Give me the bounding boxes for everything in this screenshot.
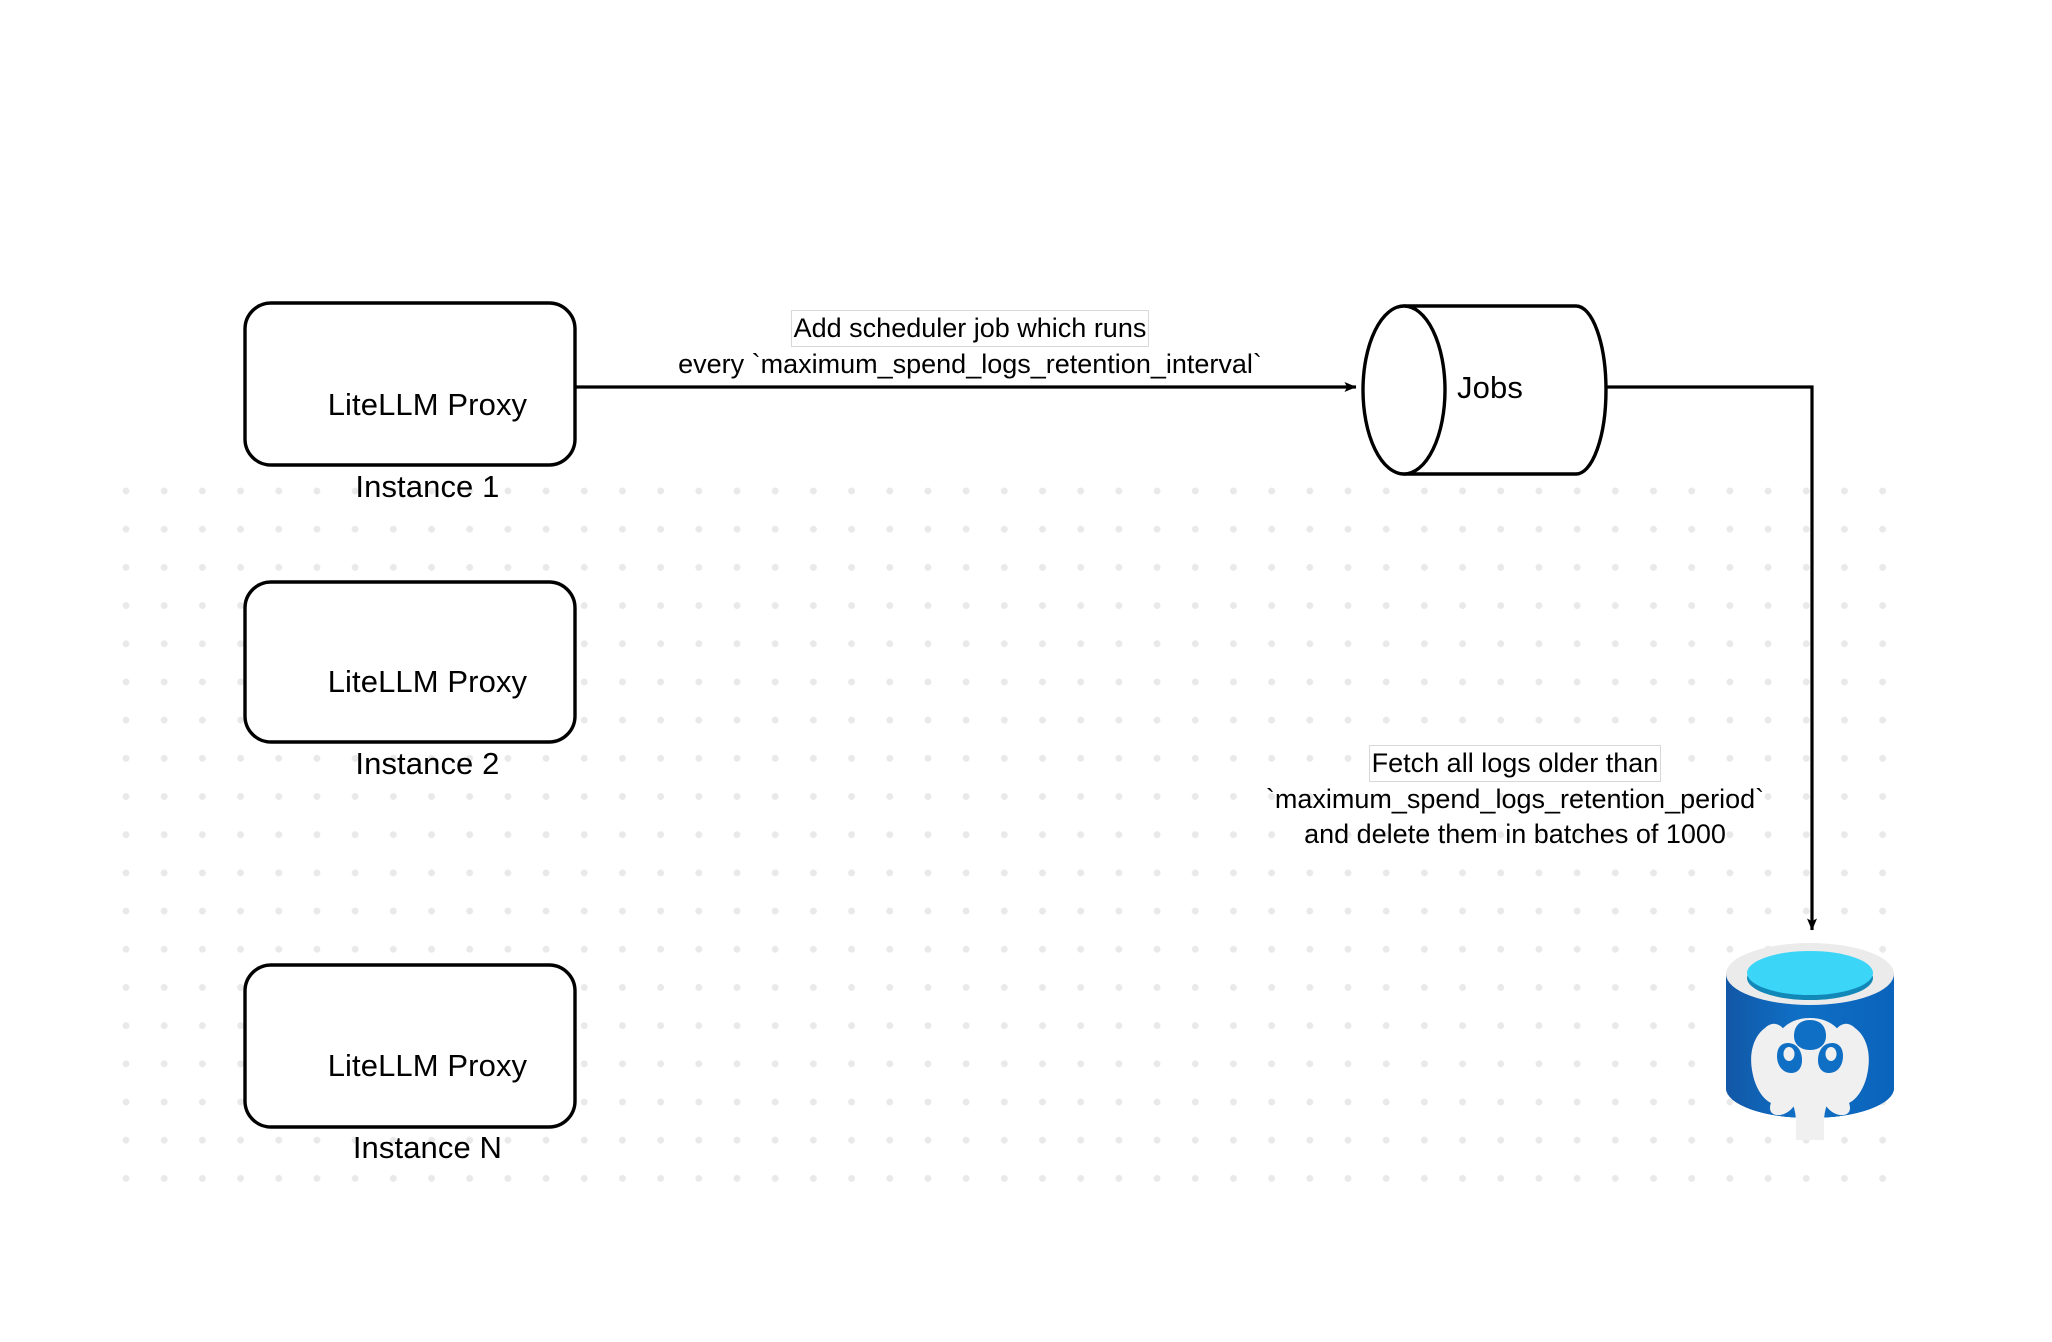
edge-label-cleanup-line2: `maximum_spend_logs_retention_period` — [1265, 784, 1765, 814]
edge-label-cleanup-line1: Fetch all logs older than — [1368, 745, 1662, 782]
proxy-instance-2-line2: Instance 2 — [355, 746, 500, 781]
postgresql-database-icon — [1726, 943, 1894, 1140]
jobs-cylinder-shape[interactable] — [1361, 304, 1608, 476]
proxy-instance-3-line1: LiteLLM Proxy — [327, 1048, 528, 1083]
edge-label-scheduler-line1: Add scheduler job which runs — [790, 310, 1150, 347]
proxy-instance-1-line1: LiteLLM Proxy — [327, 387, 528, 422]
proxy-instance-1-box[interactable] — [243, 301, 577, 467]
proxy-instance-3-label: LiteLLM Proxy Instance N — [245, 1004, 575, 1165]
proxy-instance-2-line1: LiteLLM Proxy — [327, 664, 528, 699]
proxy-instance-3-box[interactable] — [243, 963, 577, 1129]
edge-label-scheduler-line2: every `maximum_spend_logs_retention_inte… — [678, 349, 1262, 379]
edge-label-scheduler: Add scheduler job which runs every `maxi… — [575, 310, 1365, 382]
proxy-instance-3-line2: Instance N — [352, 1130, 503, 1165]
proxy-instance-2-box[interactable] — [243, 580, 577, 744]
jobs-node-label: Jobs — [1457, 370, 1523, 405]
edge-label-cleanup: Fetch all logs older than `maximum_spend… — [1220, 745, 1810, 852]
proxy-instance-1-label: LiteLLM Proxy Instance 1 — [245, 343, 575, 504]
edge-label-cleanup-line3: and delete them in batches of 1000 — [1304, 819, 1726, 849]
edge-jobs-to-postgres — [1606, 385, 1817, 931]
proxy-instance-2-label: LiteLLM Proxy Instance 2 — [245, 620, 575, 781]
proxy-instance-1-line2: Instance 1 — [355, 469, 500, 504]
